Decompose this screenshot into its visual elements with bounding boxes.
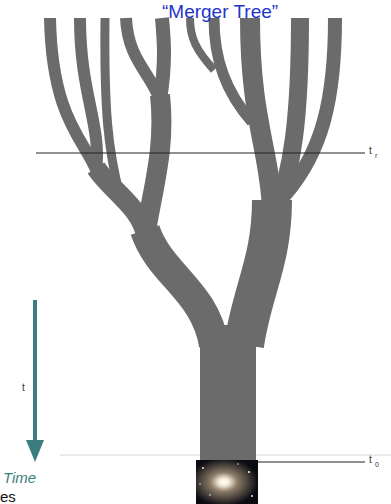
axis-title: Time [3,470,36,485]
cut-off-text: es [0,489,16,504]
time-subscript: 0 [375,461,379,468]
time-label: t [369,455,372,465]
time-label: t [369,146,372,156]
time-line-tr [36,153,365,154]
axis-label: t [22,383,25,393]
time-arrow [26,300,44,462]
tree-branches [50,18,335,504]
galaxy-photo [196,460,258,504]
time-line-t0 [258,462,365,463]
slide-title: “Merger Tree” [162,2,278,21]
time-subscript: r [375,152,377,159]
